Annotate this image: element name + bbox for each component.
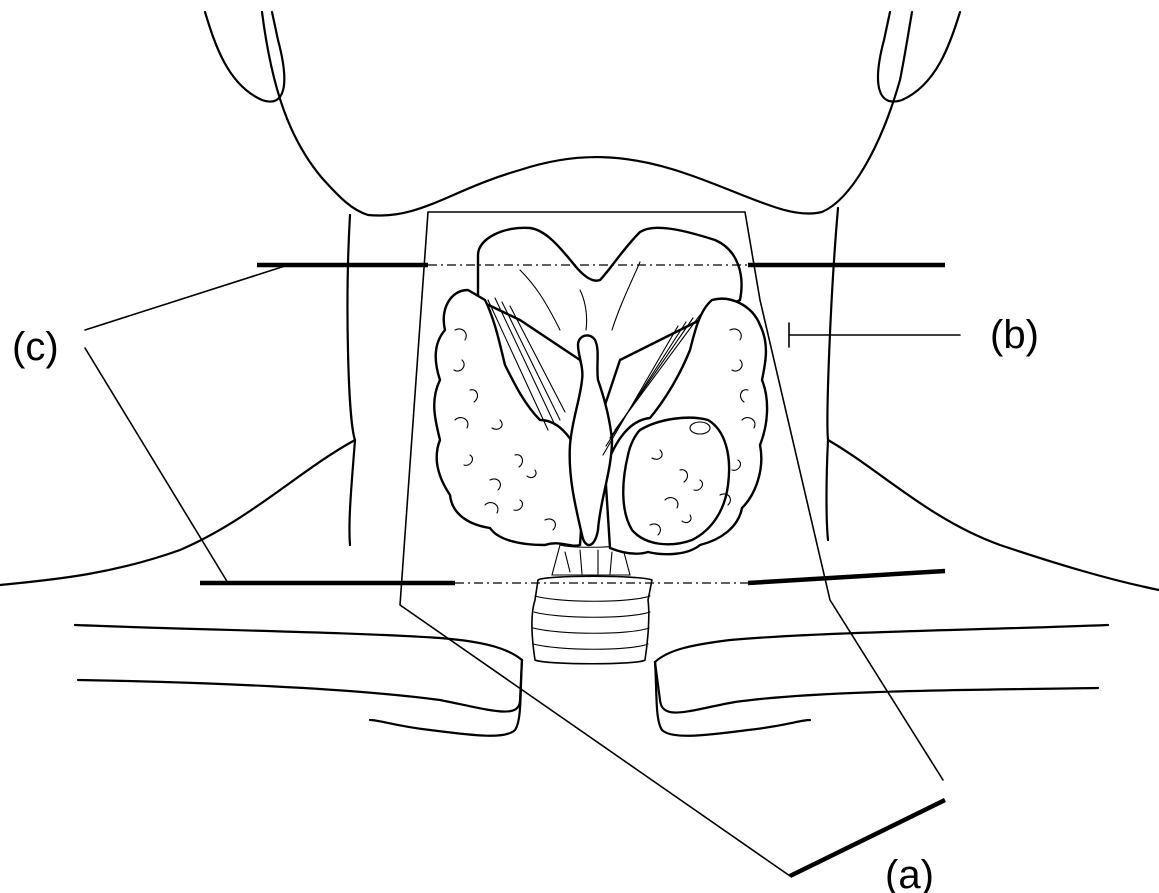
right-clavicle-top [655, 625, 1108, 662]
right-clavicle-bottom [655, 662, 1098, 713]
chin-jaw [262, 12, 912, 216]
trachea [532, 545, 652, 664]
left-shoulder [0, 440, 355, 585]
trachea-ring [533, 628, 649, 633]
trachea-ring [533, 644, 648, 649]
trachea-outline [532, 576, 652, 664]
trachea-ring [534, 612, 650, 617]
clavicles [75, 625, 1108, 736]
trachea-ridge [565, 550, 612, 574]
label-c: (c) [12, 325, 59, 369]
trachea-ring [535, 596, 650, 601]
leader-c-upper [85, 266, 285, 330]
leader-c-lower [85, 348, 228, 583]
right-ear [878, 12, 960, 102]
left-clavicle-bottom [78, 660, 522, 712]
right-shoulder [828, 440, 1159, 590]
neck-right-side [827, 208, 839, 540]
right-sternal-notch [655, 662, 810, 736]
left-ear [205, 12, 284, 102]
lower-margin-right [748, 571, 945, 583]
label-a: (a) [885, 853, 934, 893]
left-sternal-notch [370, 660, 522, 736]
head-outline [205, 12, 960, 216]
label-b: (b) [990, 313, 1039, 357]
